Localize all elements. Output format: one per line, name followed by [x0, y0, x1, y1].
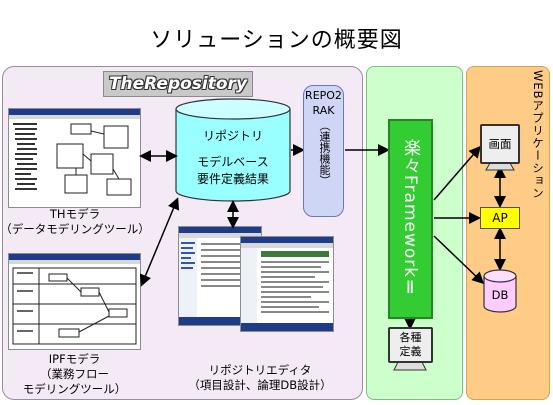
definitions-monitor: 各種 定義	[388, 327, 433, 363]
framework-to-screen-arrow	[433, 145, 481, 201]
screen-monitor: 画面	[480, 124, 520, 164]
th-modeler-desc: （データモデリングツール）	[0, 222, 150, 236]
web-db-cylinder	[483, 269, 517, 313]
th-modeler-screenshot	[8, 108, 141, 208]
repository-editor-name: リポジトリエディタ	[208, 363, 312, 377]
ipf-modeler-screenshot	[8, 253, 141, 350]
screen-label: 画面	[488, 137, 512, 151]
repo2rak-line1: REPO2	[305, 89, 342, 102]
editor-front-window	[241, 237, 333, 331]
repository-editor-screenshot-front	[240, 236, 334, 332]
ipf-to-repository-arrow	[139, 197, 180, 287]
ap-box: AP	[480, 207, 520, 229]
repo2rak-box	[303, 85, 344, 217]
repository-editor-desc: （項目設計、論理DB設計）	[188, 378, 332, 392]
repo2rak-desc: （連携機能）	[318, 120, 331, 186]
repo2rak-line2: RAK	[312, 104, 335, 117]
repository-db-sub1: モデルベース	[197, 155, 269, 169]
definitions-monitor-stand	[393, 361, 427, 371]
th-modeler-name: THモデラ	[49, 207, 101, 221]
screen-monitor-stand	[485, 162, 515, 171]
ipf-modeler-desc-2: モデリングツール）	[22, 382, 127, 396]
web-db-label: DB	[491, 288, 509, 302]
framework-label: 楽々FrameworkⅡ	[400, 138, 420, 300]
th-modeler-caption: THモデラ （データモデリングツール）	[0, 207, 150, 237]
definitions-line2: 定義	[399, 345, 422, 358]
web-application-label: WEBアプリケーション	[531, 70, 545, 200]
ipf-modeler-name: IPFモデラ	[48, 352, 101, 366]
repository-db-sub2: 要件定義結果	[196, 172, 269, 186]
framework-bar	[388, 119, 433, 319]
framework-to-db-arrow	[433, 235, 485, 285]
web-application-panel	[466, 66, 550, 400]
therepository-logo: TheRepository	[103, 71, 253, 97]
repository-db-title: リポジトリ	[202, 129, 263, 143]
editor-back-window	[179, 227, 261, 325]
ipf-modeler-desc-1: （業務フロー	[40, 367, 109, 381]
ipf-modeler-diagram	[9, 254, 140, 345]
ipf-modeler-caption: IPFモデラ （業務フロー モデリングツール）	[8, 352, 141, 397]
repository-editor-caption: リポジトリエディタ （項目設計、論理DB設計）	[160, 363, 360, 393]
repo2rak-label: REPO2 RAK	[303, 88, 344, 118]
th-modeler-diagram	[9, 109, 140, 196]
ap-label: AP	[492, 211, 508, 225]
repository-db-label: リポジトリ モデルベース 要件定義結果	[176, 128, 290, 188]
page-title: ソリューションの概要図	[150, 28, 403, 53]
definitions-line1: 各種	[399, 331, 422, 344]
